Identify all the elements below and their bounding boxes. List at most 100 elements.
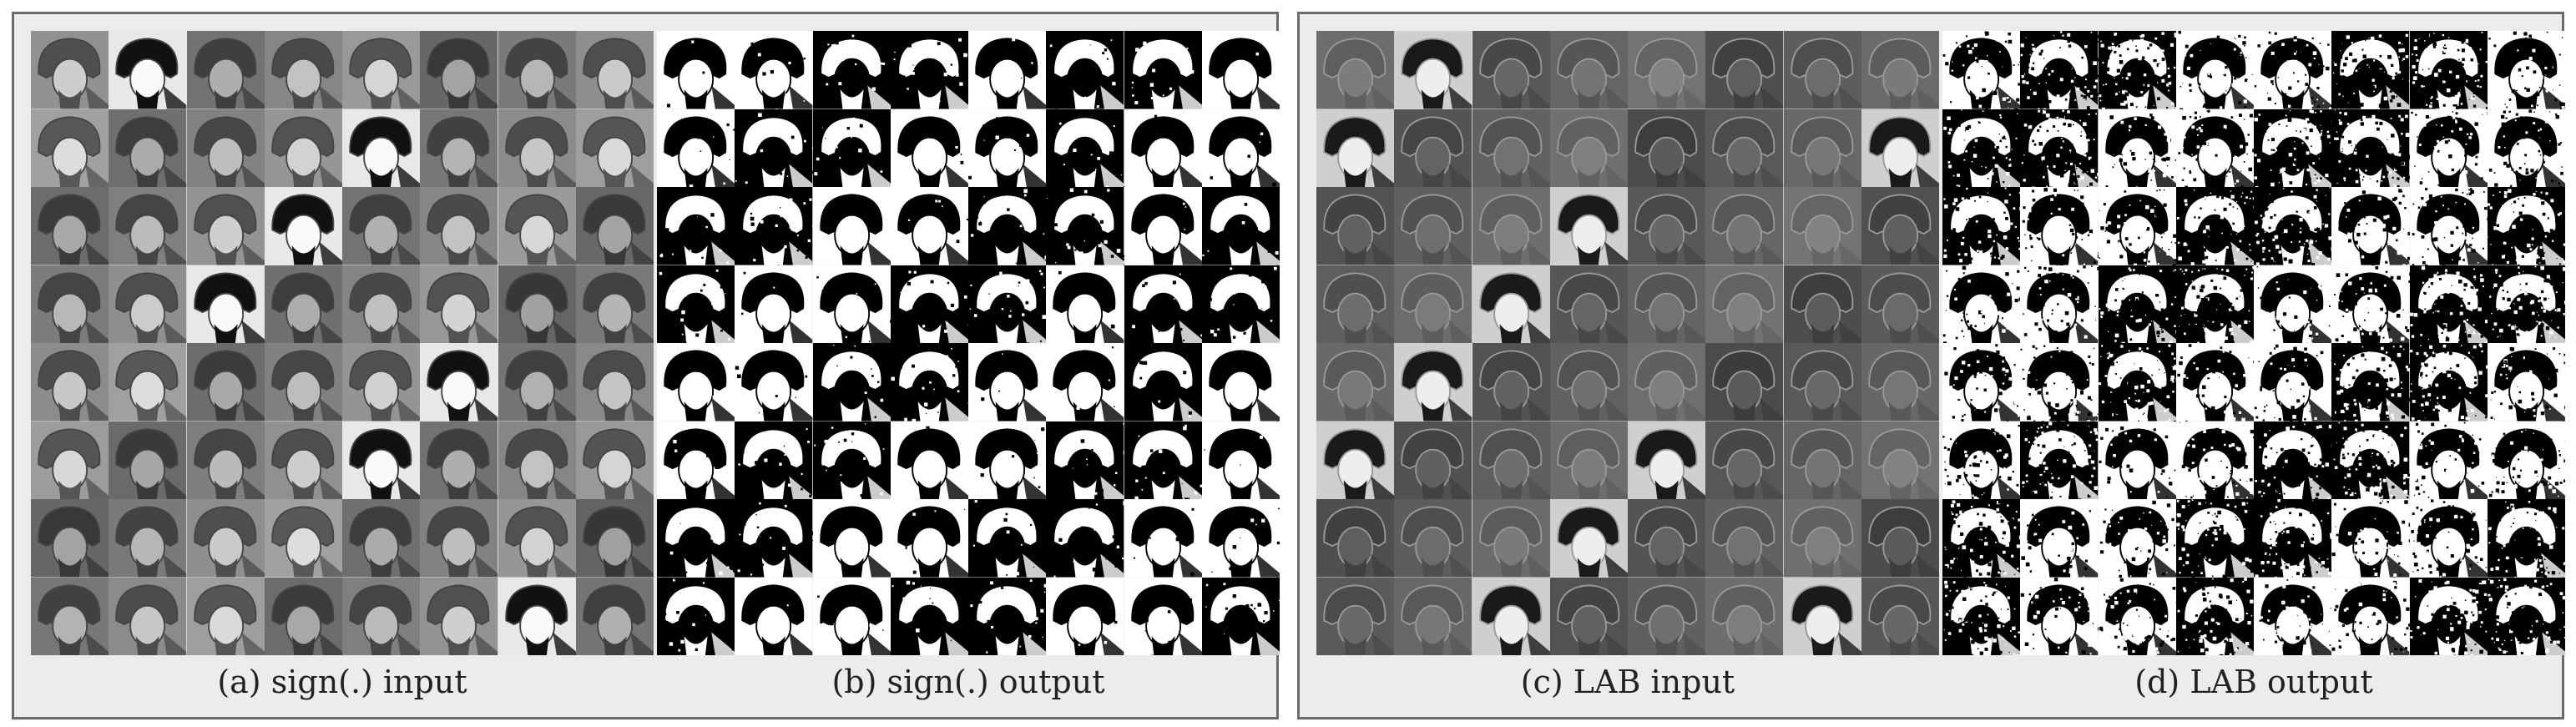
sign-output-tile — [968, 343, 1047, 422]
lab-output-tile — [2409, 499, 2488, 578]
lab-output-tile — [1942, 499, 2021, 578]
lab-output-tile — [1942, 187, 2021, 265]
lab-output-tile — [2409, 577, 2488, 655]
lab-output-tile — [2175, 265, 2254, 343]
lab-output-tile — [2098, 577, 2176, 655]
sign-input-tile — [186, 31, 265, 109]
lab-output-tile — [2098, 421, 2176, 499]
sign-output-tile — [1124, 499, 1202, 578]
sign-output-tile — [657, 421, 735, 499]
lab-input-tile — [1628, 109, 1706, 187]
lab-input-tile — [1394, 421, 1472, 499]
lab-output-tile — [1942, 109, 2021, 187]
lab-input-tile — [1861, 421, 1939, 499]
sign-output-tile — [657, 499, 735, 578]
sign-input-tile — [420, 343, 498, 422]
caption-lab-input: (c) LAB input — [1520, 664, 1735, 700]
sign-input-tile — [31, 577, 109, 655]
lab-input-tile — [1549, 265, 1628, 343]
sign-output-tile — [890, 187, 968, 265]
sign-output-tile — [1046, 499, 1124, 578]
sign-input-tile — [498, 109, 576, 187]
lab-output-tile — [2331, 31, 2410, 109]
sign-output-tile — [1201, 499, 1280, 578]
lab-output-tile — [2020, 265, 2099, 343]
lab-output-tile — [2254, 109, 2332, 187]
lab-input-tile — [1861, 265, 1939, 343]
lab-output-tile — [2254, 31, 2332, 109]
lab-output-tile — [2175, 421, 2254, 499]
lab-output-tile — [1942, 577, 2021, 655]
lab-input-tile — [1472, 109, 1550, 187]
lab-output-tile — [2487, 265, 2565, 343]
sign-input-tile — [420, 265, 498, 343]
lab-output-tile — [2331, 421, 2410, 499]
sign-input-tile — [264, 187, 342, 265]
lab-input-tile — [1316, 187, 1395, 265]
sign-output-tile — [657, 109, 735, 187]
lab-input-tile — [1472, 577, 1550, 655]
sign-input-tile — [342, 499, 421, 578]
lab-input-tile — [1783, 187, 1861, 265]
sign-input-tile — [575, 109, 654, 187]
lab-output-tile — [2487, 577, 2565, 655]
sign-output-tile — [735, 343, 813, 422]
sign-input-tile — [186, 343, 265, 422]
right-figure-panel: (c) LAB input (d) LAB output — [1297, 12, 2565, 719]
sign-output-tile — [1124, 265, 1202, 343]
sign-output-tile — [657, 187, 735, 265]
lab-output-tile — [2020, 31, 2099, 109]
lab-output-tile — [2098, 187, 2176, 265]
sign-input-tile — [420, 187, 498, 265]
sign-output-tile — [1201, 577, 1280, 655]
lab-input-tile — [1783, 577, 1861, 655]
lab-input-tile — [1861, 31, 1939, 109]
lab-input-tile — [1861, 577, 1939, 655]
sign-input-tile — [31, 31, 109, 109]
lab-output-tile — [2098, 499, 2176, 578]
lab-output-tile — [2254, 187, 2332, 265]
lab-input-tile — [1783, 499, 1861, 578]
lab-input-tile — [1316, 31, 1395, 109]
sign-output-tile — [812, 265, 891, 343]
lab-input-tile — [1472, 421, 1550, 499]
sign-output-tile — [812, 31, 891, 109]
sign-input-tile — [109, 343, 187, 422]
lab-input-tile — [1549, 421, 1628, 499]
sign-input-tile — [264, 343, 342, 422]
sign-input-tile — [575, 577, 654, 655]
sign-input-tile — [575, 31, 654, 109]
lab-output-tile — [2254, 343, 2332, 422]
lab-output-tile — [1942, 31, 2021, 109]
sign-input-tile — [31, 499, 109, 578]
lab-output-tile — [2331, 187, 2410, 265]
sign-output-tile — [1046, 109, 1124, 187]
sign-output-tile — [735, 499, 813, 578]
lab-input-tile — [1783, 421, 1861, 499]
sign-input-tile — [109, 31, 187, 109]
lab-output-tile — [2409, 265, 2488, 343]
sign-input-tile — [186, 187, 265, 265]
lab-output-tile — [2020, 109, 2099, 187]
sign-output-tile — [1124, 421, 1202, 499]
lab-output-tile — [1942, 421, 2021, 499]
lab-output-tile — [2487, 343, 2565, 422]
sign-input-tile — [575, 499, 654, 578]
lab-input-tile — [1549, 109, 1628, 187]
lab-input-tile — [1394, 343, 1472, 422]
lab-input-grid — [1316, 31, 1939, 655]
lab-input-tile — [1628, 187, 1706, 265]
lab-input-tile — [1316, 109, 1395, 187]
sign-input-tile — [109, 499, 187, 578]
lab-input-tile — [1549, 343, 1628, 422]
sign-output-tile — [968, 421, 1047, 499]
sign-output-tile — [1046, 421, 1124, 499]
sign-output-tile — [890, 343, 968, 422]
sign-output-tile — [890, 109, 968, 187]
lab-output-tile — [2020, 187, 2099, 265]
sign-input-tile — [186, 499, 265, 578]
sign-input-tile — [342, 109, 421, 187]
sign-output-tile — [657, 577, 735, 655]
sign-input-tile — [109, 421, 187, 499]
lab-output-tile — [2409, 187, 2488, 265]
